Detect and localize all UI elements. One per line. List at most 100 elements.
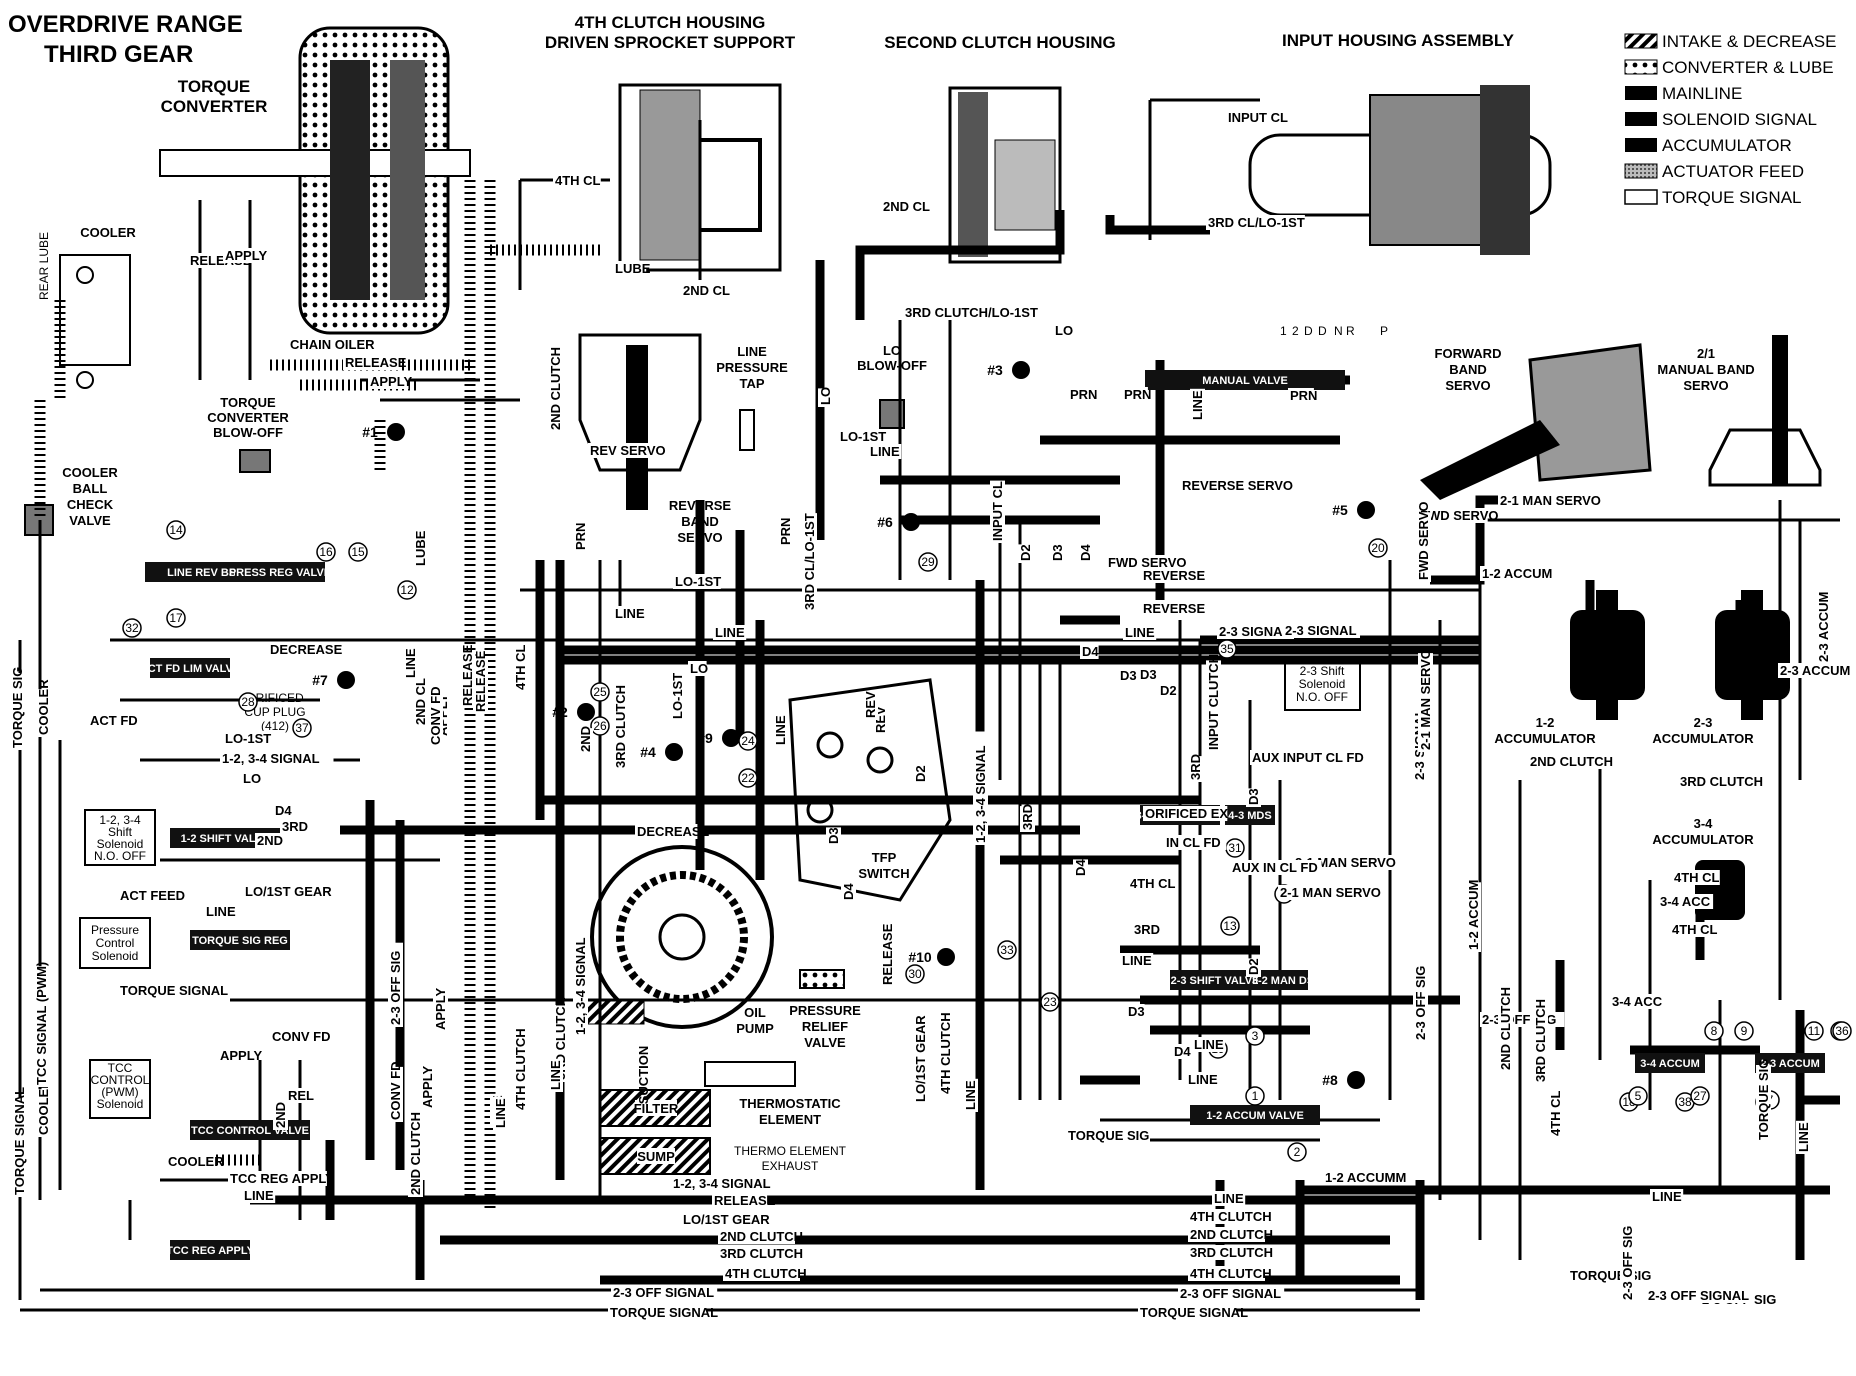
passage-label: 3RD [1020, 804, 1035, 830]
legend-converter: CONVERTER & LUBE [1662, 58, 1834, 77]
passage-label: LO [1055, 323, 1073, 338]
legend-accumulator: ACCUMULATOR [1662, 136, 1792, 155]
svg-text:N: N [1334, 324, 1343, 338]
passage-label: LO-1ST [675, 574, 721, 589]
svg-text:ELEMENT: ELEMENT [759, 1112, 821, 1127]
passage-label: 3RD [282, 819, 308, 834]
svg-text:1: 1 [1252, 1089, 1259, 1103]
svg-text:THERMOSTATIC: THERMOSTATIC [739, 1096, 841, 1111]
reverse-band-servo: REVERSE BAND SERVO [578, 333, 731, 545]
passage-label: 2-3 ACCUM [1816, 592, 1831, 662]
marker-22: 22 [738, 768, 758, 788]
passage-label: REVERSE [1143, 568, 1205, 583]
valve-3-2-man-ds: 3-2 MAN DS [1252, 970, 1314, 990]
passage-label: D2 [913, 765, 928, 782]
passage-label: 2-3 OFF SIG [388, 951, 403, 1025]
passage-label: RELEASE [473, 650, 488, 712]
passage-label: LO [243, 771, 261, 786]
legend-intake: INTAKE & DECREASE [1662, 32, 1836, 51]
passage-label: 3RD [1134, 922, 1160, 937]
svg-text:TCC REG APPLY: TCC REG APPLY [166, 1245, 254, 1257]
svg-text:8: 8 [1711, 1024, 1718, 1038]
diagram-title: OVERDRIVE RANGE THIRD GEAR [8, 11, 243, 68]
legend-swatch-solenoid [1625, 112, 1657, 126]
passage-label: 2ND CLUTCH [1190, 1227, 1273, 1242]
passage-label: APPLY [225, 248, 267, 263]
svg-text:2: 2 [1294, 1145, 1301, 1159]
passage-labels-right: 1-2 ACCUM 2-3 ACCUM 2ND CLUTCH 3RD CLUTCH 4T… [1066, 566, 1850, 1320]
marker-20: 20 [1368, 538, 1388, 558]
passage-label: 1-2 ACCUM [1325, 1170, 1395, 1185]
input-housing-header: INPUT HOUSING ASSEMBLY [1282, 31, 1515, 50]
passage-label: LINE [1188, 1072, 1218, 1087]
fourth-clutch-header-2: DRIVEN SPROCKET SUPPORT [545, 33, 796, 52]
marker-33: 33 [997, 940, 1017, 960]
passage-label: D3 [1128, 1004, 1145, 1019]
passage-label: PRN [1070, 387, 1097, 402]
passage-label: LINE [1190, 390, 1205, 420]
svg-text:2-3 SHIFT VALVE: 2-3 SHIFT VALVE [1171, 975, 1260, 987]
torque-converter-header-2: CONVERTER [161, 97, 268, 116]
svg-text:#3: #3 [987, 362, 1003, 378]
passage-label: 3RD CL/LO-1ST [1208, 215, 1305, 230]
passage-label: RELEASE [460, 644, 475, 706]
marker-30: 30 [905, 964, 925, 984]
svg-text:CHECK: CHECK [67, 497, 114, 512]
svg-text:Shift: Shift [108, 825, 133, 839]
passage-label: LO/1ST GEAR [683, 1212, 770, 1227]
passage-label: D3 [1140, 667, 1157, 682]
title-line-2: THIRD GEAR [44, 41, 193, 68]
valve-2-3-accum: 2-3 ACCUM [1755, 1053, 1825, 1073]
accumulator-2-3: 2-3 ACCUMULATOR [1652, 590, 1790, 746]
svg-text:SERVO: SERVO [1445, 378, 1490, 393]
passage-label: D4 [1082, 644, 1099, 659]
svg-text:23: 23 [1043, 995, 1057, 1009]
svg-text:RELIEF: RELIEF [802, 1019, 848, 1034]
passage-label: LINE [1796, 1122, 1811, 1152]
svg-text:Solenoid: Solenoid [97, 837, 144, 851]
checkball-9: #9 [697, 729, 740, 747]
passage-label: 3RD CLUTCH [613, 685, 628, 768]
passage-label: LO [818, 387, 833, 405]
passage-label: REVERSE [1143, 601, 1205, 616]
passage-label: D4 [841, 883, 856, 900]
passage-label: 2-3 OFF SIG [1413, 966, 1428, 1040]
passage-label: D4 [275, 803, 292, 818]
passage-label: 2ND CL [883, 199, 930, 214]
passage-label: LINE [493, 1098, 508, 1128]
legend-solenoid: SOLENOID SIGNAL [1662, 110, 1817, 129]
svg-text:27: 27 [1693, 1089, 1707, 1103]
svg-text:BLOW-OFF: BLOW-OFF [857, 358, 927, 373]
svg-text:33: 33 [1000, 943, 1014, 957]
svg-text:Solenoid: Solenoid [92, 949, 139, 963]
passage-label: 3RD CLUTCH [1680, 774, 1763, 789]
rear-lube-label: REAR LUBE [37, 232, 51, 300]
passage-label: 2ND CLUTCH [720, 1229, 803, 1244]
svg-text:LO: LO [883, 343, 901, 358]
svg-text:(412): (412) [261, 719, 289, 733]
passage-label: 3-4 ACC [1612, 994, 1663, 1009]
second-clutch-housing-drawing [948, 86, 1062, 264]
svg-text:32: 32 [125, 621, 139, 635]
passage-label: PRN [778, 518, 793, 545]
marker-36: 36 [1832, 1021, 1852, 1041]
svg-text:12: 12 [400, 583, 414, 597]
passage-label: TORQUE SIG [1756, 1059, 1771, 1140]
svg-text:#1: #1 [362, 424, 378, 440]
passage-label: 3RD CLUTCH/LO-1ST [905, 305, 1038, 320]
marker-8: 8 [1704, 1021, 1724, 1041]
marker-25: 25 [590, 682, 610, 702]
marker-2: 2 [1287, 1142, 1307, 1162]
svg-text:BALL: BALL [73, 481, 108, 496]
svg-text:TCC CONTROL VALVE: TCC CONTROL VALVE [191, 1125, 309, 1137]
passage-label: 2ND CLUTCH [548, 347, 563, 430]
marker-32: 32 [122, 618, 142, 638]
svg-text:2: 2 [1292, 324, 1299, 338]
legend-swatch-intake [1624, 33, 1658, 49]
svg-text:3: 3 [1252, 1029, 1259, 1043]
svg-text:VALVE: VALVE [69, 513, 111, 528]
passage-label: LINE [870, 444, 900, 459]
passage-label: 2-3 OFF SIG [1620, 1226, 1635, 1300]
passage-label: 4TH CLUTCH [1190, 1209, 1272, 1224]
